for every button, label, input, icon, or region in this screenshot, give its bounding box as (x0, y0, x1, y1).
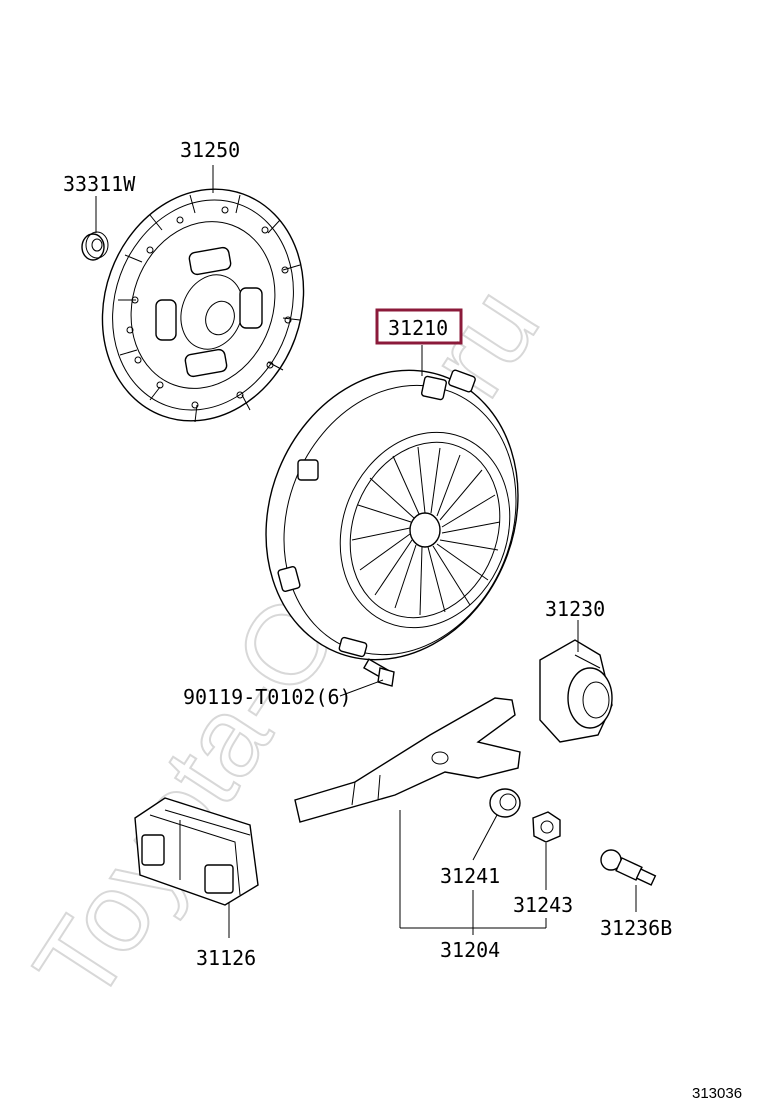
part-label-31210[interactable]: 31210 (388, 316, 448, 340)
fork-boot-drawing (489, 788, 521, 818)
leader-90119 (339, 679, 384, 697)
clutch-cover-drawing (265, 369, 519, 661)
part-label-31230[interactable]: 31230 (545, 597, 605, 621)
part-label-31243[interactable]: 31243 (513, 893, 573, 917)
release-fork-drawing (294, 697, 521, 823)
highlight-box-31210 (375, 308, 463, 345)
dust-boot-drawing (134, 797, 259, 906)
leader-31204 (399, 810, 547, 935)
part-label-31204[interactable]: 31204 (440, 938, 500, 962)
clutch-disc-drawing (101, 188, 305, 423)
part-label-31250[interactable]: 31250 (180, 138, 240, 162)
watermark-text: Toyota-Online.ru (10, 266, 562, 1023)
part-label-31126[interactable]: 31126 (196, 946, 256, 970)
part-label-90119[interactable]: 90119-T0102(6) (183, 685, 352, 709)
leader-31241 (472, 814, 498, 861)
bolt-drawing (363, 658, 395, 687)
part-label-31236b[interactable]: 31236B (600, 916, 672, 940)
ball-stud-drawing (600, 849, 657, 886)
figure-number: 313036 (692, 1085, 742, 1102)
part-label-33311w[interactable]: 33311W (63, 172, 136, 196)
part-label-31241[interactable]: 31241 (440, 864, 500, 888)
pilot-bearing-drawing (81, 231, 109, 261)
release-bearing-drawing (539, 639, 613, 743)
fork-clip-drawing (532, 811, 561, 843)
